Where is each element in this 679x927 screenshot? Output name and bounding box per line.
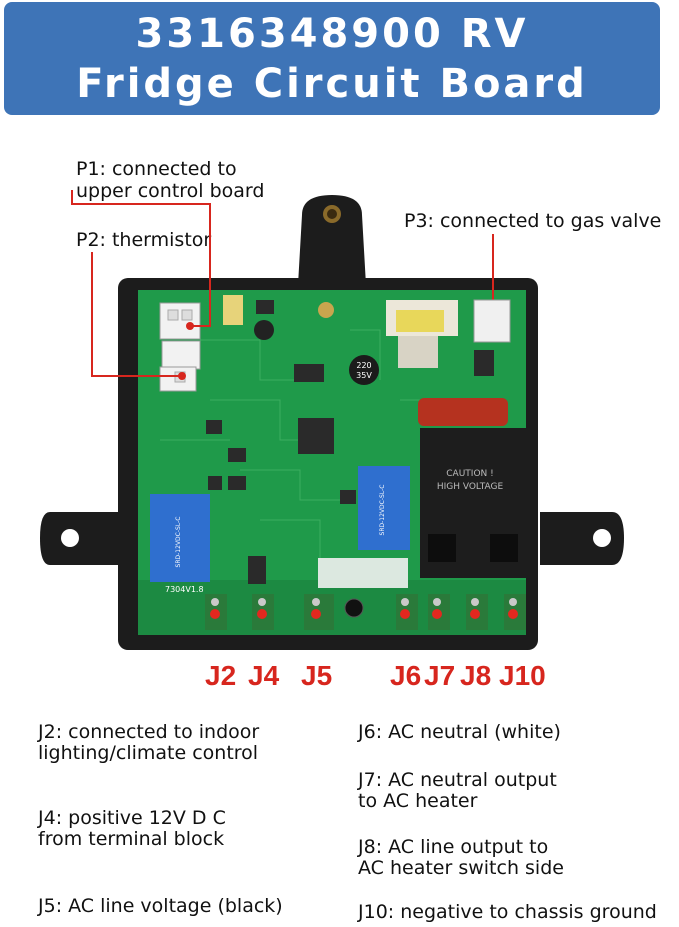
relays: SRD-12VDC-SL-C SRD-12VDC-SL-C xyxy=(150,466,410,582)
label-j2: J2 xyxy=(205,660,236,691)
svg-text:220: 220 xyxy=(356,361,371,370)
callout-p1: P1: connected to upper control board xyxy=(76,158,265,202)
label-j6: J6 xyxy=(390,660,421,691)
screw-hole xyxy=(344,598,364,618)
callout-p2: P2: thermistor xyxy=(76,229,212,251)
label-j8: J8 xyxy=(460,660,491,691)
connector-labels: J2 J4 J5 J6 J7 J8 J10 xyxy=(205,660,546,691)
p1-marker xyxy=(186,322,194,330)
desc-j2: J2: connected to indoor lighting/climate… xyxy=(38,721,260,764)
transformer xyxy=(386,300,458,368)
label-j5: J5 xyxy=(301,660,332,691)
callout-p3: P3: connected to gas valve xyxy=(404,210,662,232)
svg-text:35V: 35V xyxy=(356,371,372,380)
title-banner: 3316348900 RV Fridge Circuit Board xyxy=(4,2,660,115)
title-line-2: Fridge Circuit Board xyxy=(76,60,588,107)
chips xyxy=(206,300,494,584)
label-j10: J10 xyxy=(499,660,546,691)
label-j7: J7 xyxy=(424,660,455,691)
desc-j6: J6: AC neutral (white) xyxy=(358,721,561,743)
board-version: 7304V1.8 xyxy=(165,585,204,594)
desc-j10: J10: negative to chassis ground xyxy=(358,901,657,923)
svg-text:SRD-12VDC-SL-C: SRD-12VDC-SL-C xyxy=(175,517,182,568)
connector-p1-p2 xyxy=(159,302,201,392)
svg-text:SRD-12VDC-SL-C: SRD-12VDC-SL-C xyxy=(379,485,386,536)
fuse xyxy=(318,558,408,588)
connector-p3 xyxy=(473,299,511,343)
title-line-1: 3316348900 RV xyxy=(135,10,529,57)
desc-j5: J5: AC line voltage (black) xyxy=(38,895,283,917)
terminals xyxy=(205,594,526,630)
capacitors: 220 35V xyxy=(223,295,379,385)
desc-j8: J8: AC line output to AC heater switch s… xyxy=(358,836,564,879)
film-capacitor xyxy=(418,398,508,426)
label-j4: J4 xyxy=(248,660,280,691)
svg-text:HIGH VOLTAGE: HIGH VOLTAGE xyxy=(437,482,504,492)
svg-text:CAUTION !: CAUTION ! xyxy=(446,469,493,479)
high-voltage-cover: CAUTION ! HIGH VOLTAGE xyxy=(420,428,530,578)
desc-j7: J7: AC neutral output to AC heater xyxy=(358,769,557,812)
desc-j4: J4: positive 12V D C from terminal block xyxy=(38,807,226,850)
p2-marker xyxy=(178,372,186,380)
